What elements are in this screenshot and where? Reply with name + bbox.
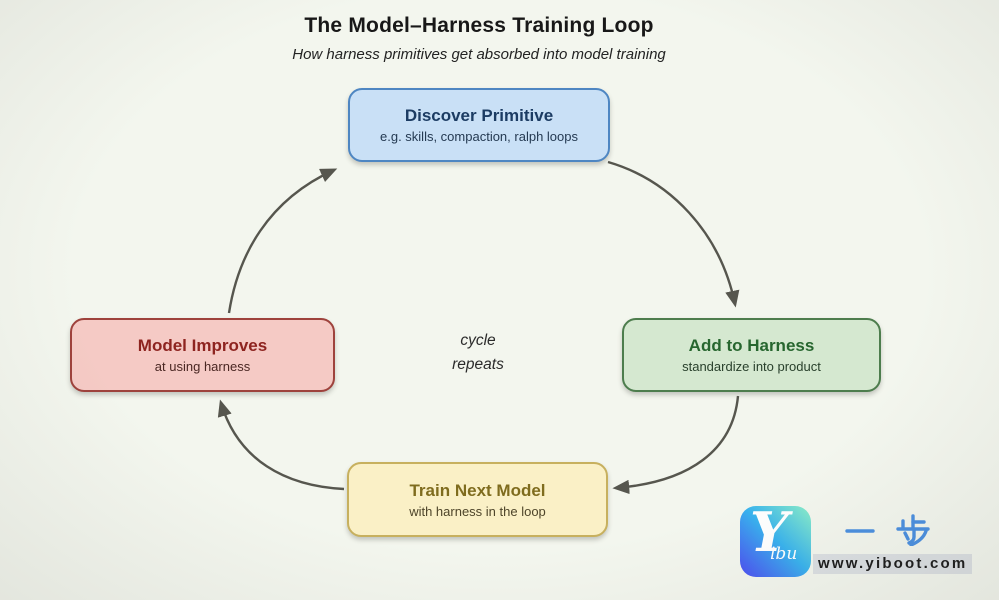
node-subtitle: with harness in the loop (409, 503, 546, 519)
arrow-discover-primitive-to-add-to-harness (607, 160, 740, 308)
node-title: Train Next Model (409, 480, 546, 500)
arrow-add-to-harness-to-train-next-model (612, 395, 740, 495)
node-model-improves: Model Improves at using harness (70, 318, 335, 392)
node-title: Discover Primitive (404, 106, 554, 125)
node-subtitle: standardize into product (682, 359, 821, 374)
node-subtitle: at using harness (154, 359, 251, 374)
node-title: Model Improves (137, 336, 268, 355)
page-title: The Model–Harness Training Loop (304, 14, 654, 37)
brand-characters-yibu (845, 514, 930, 546)
node-train-next-model: Train Next Model with harness in the loo… (347, 462, 608, 537)
yibu-logo-icon: Y ibu (740, 506, 811, 577)
node-title: Add to Harness (688, 336, 815, 355)
brand-strokes (845, 514, 930, 546)
logo-letter: Y (750, 506, 789, 564)
page-subtitle: How harness primitives get absorbed into… (292, 46, 666, 63)
node-discover-primitive: Discover Primitive e.g. skills, compacti… (348, 88, 610, 162)
cycle-note-line2: repeats (452, 356, 504, 374)
cycle-note-line1: cycle (460, 332, 496, 349)
node-add-to-harness: Add to Harness standardize into product (622, 318, 881, 392)
logo-script: ibu (770, 544, 798, 564)
cycle-repeats-note: cycle repeats (398, 329, 558, 377)
node-subtitle: e.g. skills, compaction, ralph loops (380, 129, 578, 144)
arrow-model-improves-to-discover-primitive (227, 168, 338, 314)
watermark-url: www.yiboot.com (813, 554, 973, 574)
arrow-train-next-model-to-model-improves (217, 399, 345, 491)
